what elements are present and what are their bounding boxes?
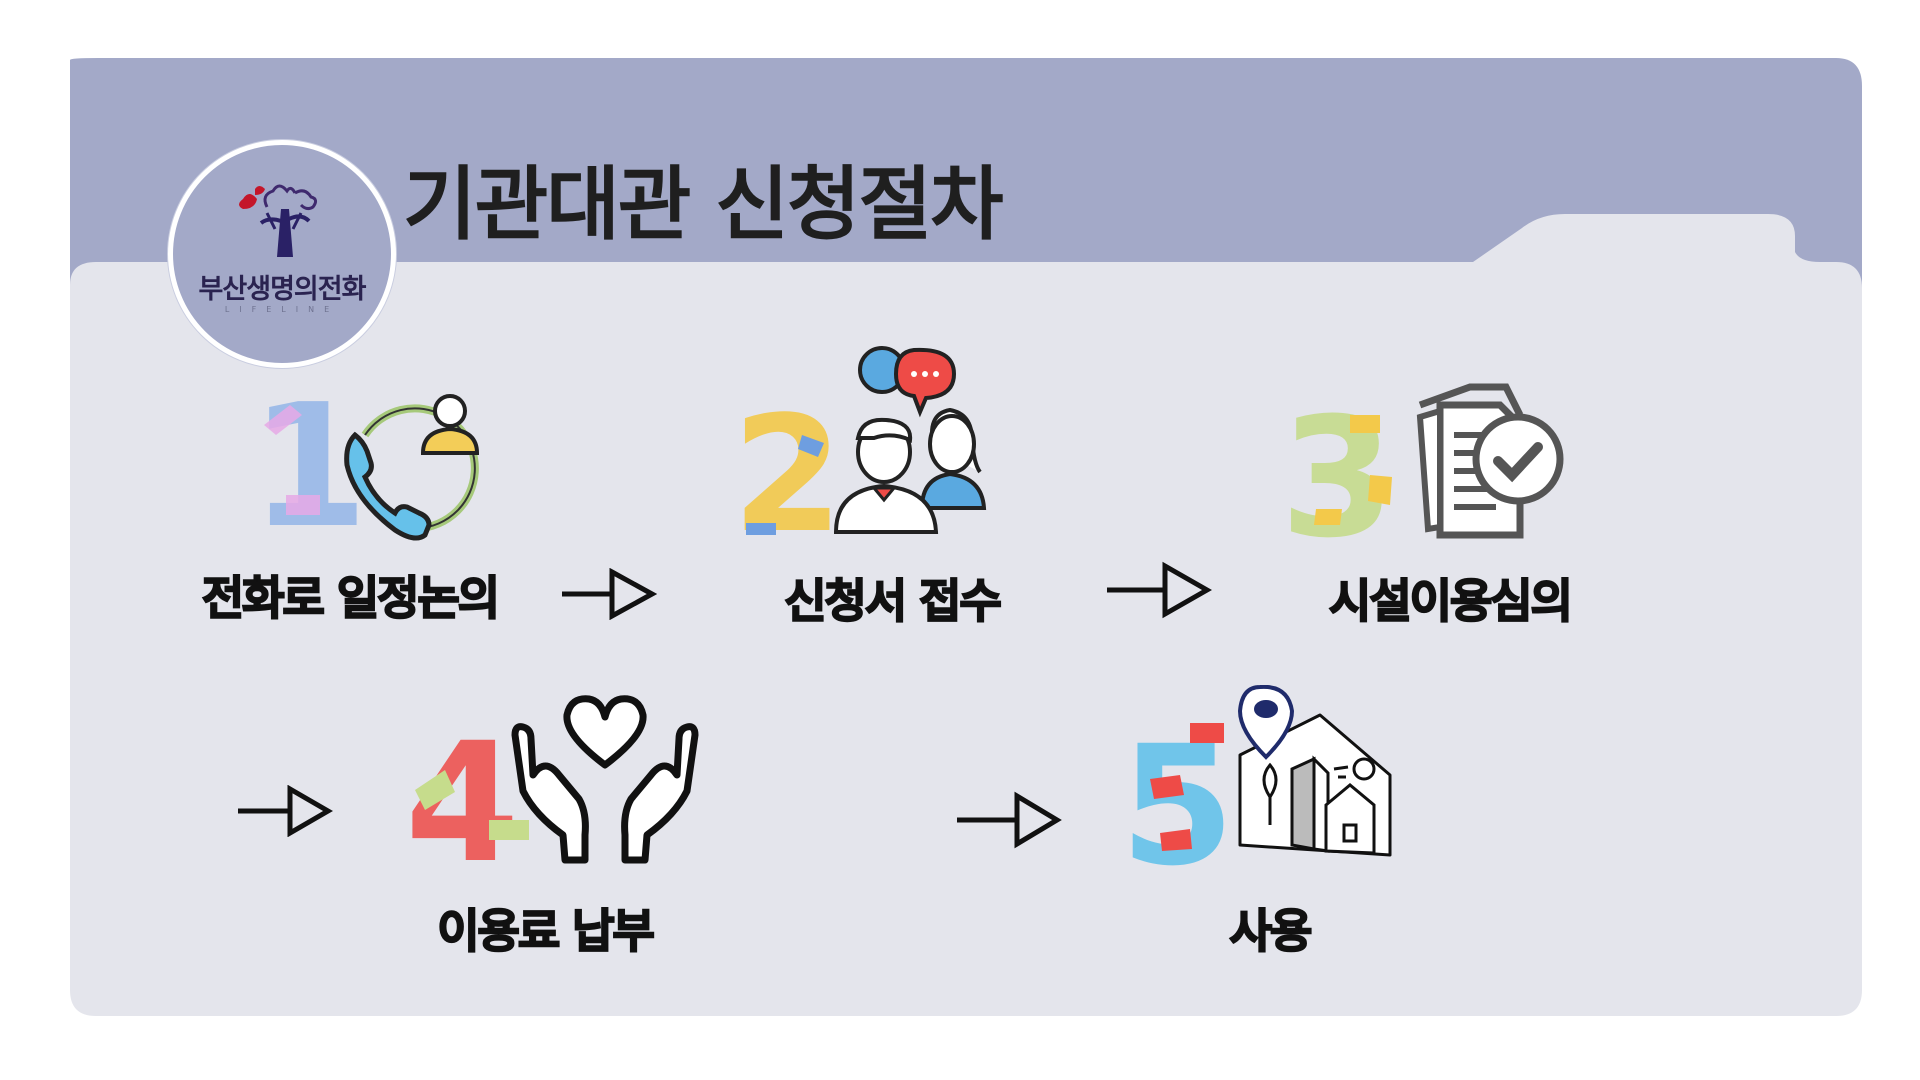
phone-contact-icon: [344, 394, 480, 541]
page-title: 기관대관 신청절차: [403, 158, 1004, 251]
step-3-graphic: 3: [1280, 375, 1570, 550]
step-2-graphic: 2: [732, 340, 1002, 545]
step-3-label: 시설이용심의: [1328, 574, 1574, 628]
step-5-number: 5: [1120, 715, 1235, 875]
arrow-right-icon: [562, 568, 657, 620]
arrow-right-icon: [957, 791, 1062, 849]
logo-subtext: LIFELINE: [224, 305, 340, 314]
tree-logo-icon: [239, 184, 318, 257]
step-4-number: 4: [405, 710, 529, 875]
step-4-graphic: 4: [405, 695, 705, 875]
step-4-label: 이용료 납부: [436, 904, 656, 958]
step-1-label: 전화로 일정논의: [201, 571, 501, 625]
step-5-graphic: 5: [1120, 685, 1400, 875]
arrow-right-icon: [1107, 561, 1212, 619]
arrow-right-icon: [238, 785, 333, 837]
step-2-number-glyph: 2: [732, 395, 842, 540]
logo-text: 부산생명의전화: [198, 274, 367, 305]
step-2-number: 2: [732, 395, 842, 540]
document-check-icon: [1416, 383, 1564, 539]
organization-logo: 부산생명의전화 LIFELINE: [168, 140, 396, 368]
step-5-label: 사용: [1229, 904, 1314, 958]
building-location-icon: [1237, 685, 1392, 857]
step-3-number: 3: [1280, 385, 1395, 545]
hands-heart-icon: [511, 695, 699, 864]
step-2-label: 신청서 접수: [783, 574, 1003, 628]
step-1-graphic: 1: [250, 368, 500, 566]
people-chat-icon: [833, 346, 987, 534]
